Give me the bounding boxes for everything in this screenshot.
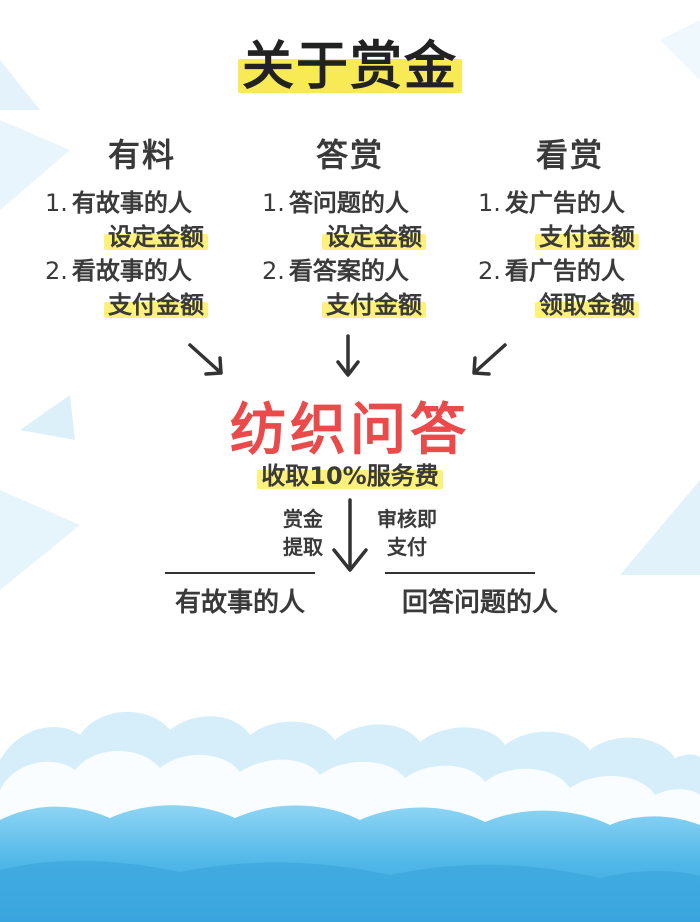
column-3-step-1: 1.发广告的人 <box>478 188 625 218</box>
step-number: 2. <box>45 257 68 285</box>
service-fee-text: 收取10%服务费 <box>257 456 444 491</box>
step-text: 有故事的人 <box>71 189 192 217</box>
page-title: 关于赏金 <box>0 24 700 99</box>
step-text: 看故事的人 <box>71 257 192 285</box>
step-number: 2. <box>478 257 501 285</box>
service-fee: 收取10%服务费 <box>0 456 700 491</box>
target-right: 回答问题的人 <box>401 588 558 618</box>
highlight-action: 支付金额 <box>104 290 208 320</box>
arrow-down-main-icon <box>332 498 368 572</box>
column-2-step-2: 2.看答案的人 <box>262 256 409 286</box>
column-1-step-1: 1.有故事的人 <box>45 188 192 218</box>
step-text: 发广告的人 <box>504 189 625 217</box>
target-left: 有故事的人 <box>174 588 305 618</box>
step-number: 1. <box>45 189 68 217</box>
highlight-action: 支付金额 <box>535 222 639 252</box>
triangle-decoration <box>0 60 40 110</box>
arrow-down-left-icon <box>472 343 507 376</box>
triangle-decoration <box>660 20 700 80</box>
column-3-step-2: 2.看广告的人 <box>478 256 625 286</box>
column-2-step-1: 1.答问题的人 <box>262 188 409 218</box>
step-number: 1. <box>262 189 285 217</box>
sea-wave <box>0 860 700 922</box>
page-title-text: 关于赏金 <box>237 24 463 99</box>
triangle-decoration <box>0 490 80 590</box>
column-3-step-2-action: 领取金额 <box>535 290 639 320</box>
flow-label-left-line1: 赏金 <box>283 507 323 531</box>
triangle-decoration <box>620 480 700 575</box>
column-2-step-2-action: 支付金额 <box>322 290 426 320</box>
flow-label-left: 赏金 提取 <box>278 505 328 561</box>
step-number: 2. <box>262 257 285 285</box>
triangle-decoration <box>0 120 70 210</box>
arrow-down-icon <box>336 334 360 377</box>
column-title-dashang: 答赏 <box>315 136 384 174</box>
platform-name: 纺织问答 <box>230 398 470 463</box>
step-number: 1. <box>478 189 501 217</box>
flow-label-right-line1: 审核即 <box>377 507 437 531</box>
highlight-action: 领取金额 <box>535 290 639 320</box>
column-3-step-1-action: 支付金额 <box>535 222 639 252</box>
flow-label-left-line2: 提取 <box>283 535 323 559</box>
highlight-action: 设定金额 <box>104 222 208 252</box>
highlight-action: 支付金额 <box>322 290 426 320</box>
arrow-down-right-icon <box>188 343 223 376</box>
triangle-decoration <box>20 395 75 440</box>
column-2-step-1-action: 设定金额 <box>322 222 426 252</box>
column-title-kanshang: 看赏 <box>535 136 604 174</box>
highlight-action: 设定金额 <box>322 222 426 252</box>
column-1-step-2: 2.看故事的人 <box>45 256 192 286</box>
flow-label-right-line2: 支付 <box>387 535 427 559</box>
step-text: 看答案的人 <box>288 257 409 285</box>
column-1-step-1-action: 设定金额 <box>104 222 208 252</box>
step-text: 答问题的人 <box>288 189 409 217</box>
flow-label-right: 审核即 支付 <box>372 505 442 561</box>
step-text: 看广告的人 <box>504 257 625 285</box>
column-1-step-2-action: 支付金额 <box>104 290 208 320</box>
column-title-youliao: 有料 <box>107 136 176 174</box>
